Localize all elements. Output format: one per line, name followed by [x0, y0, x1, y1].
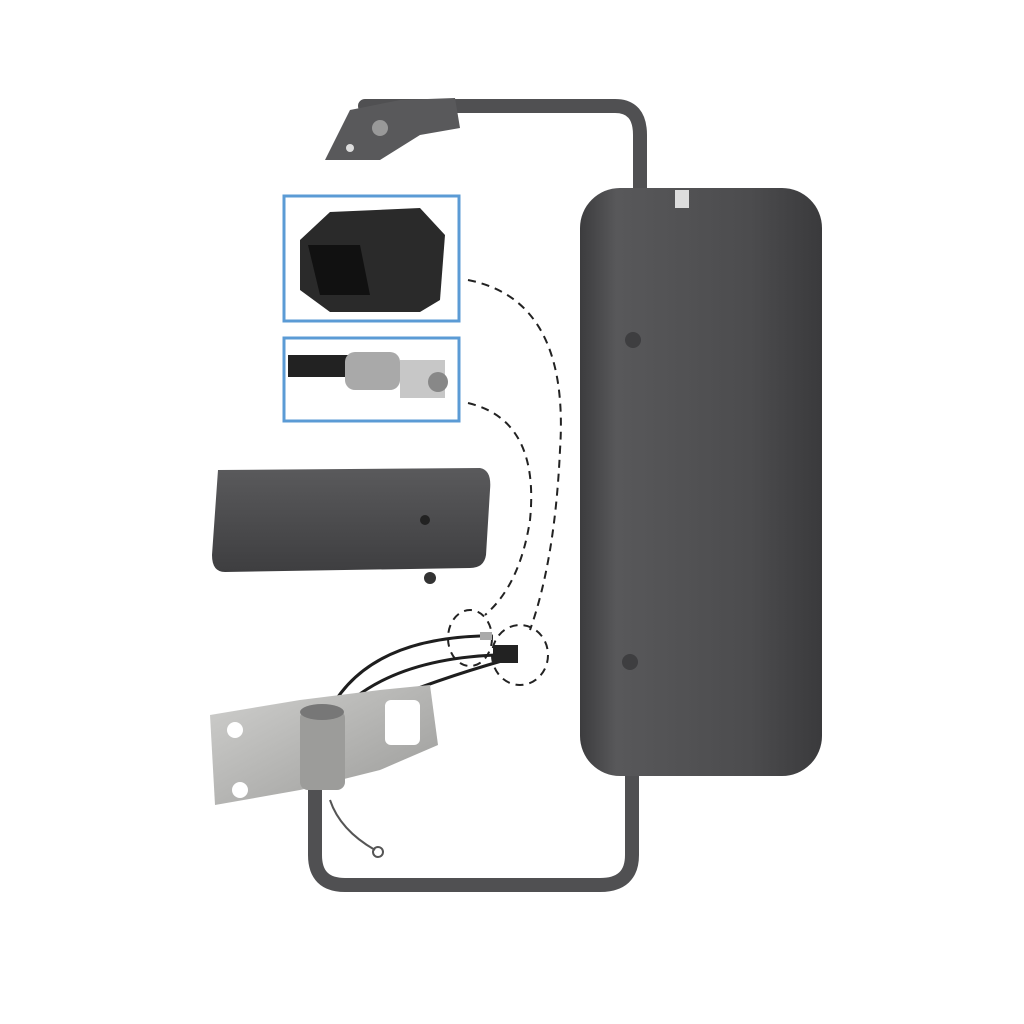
upper-arm-tube — [358, 99, 647, 207]
coax-connector-inset — [282, 336, 461, 423]
connector-plug-inset — [282, 194, 461, 323]
lower-mount-plate — [210, 685, 438, 805]
mirror-housing — [580, 188, 822, 776]
upper-mount-bracket — [325, 98, 460, 160]
arm-cover-part — [212, 468, 491, 572]
lower-arm-tube — [308, 776, 639, 892]
